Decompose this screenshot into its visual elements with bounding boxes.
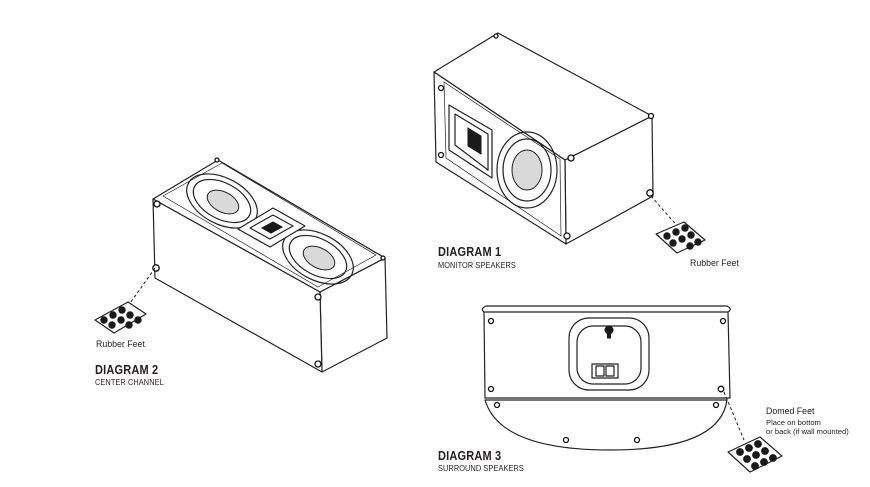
diagram-1-subtitle: MONITOR SPEAKERS — [438, 261, 516, 270]
diagram-3-title: DIAGRAM 3 — [438, 449, 502, 463]
diagram-2-subtitle: CENTER CHANNEL — [95, 378, 164, 387]
rubber-feet-pad-2 — [94, 301, 147, 334]
diagram-3-note-line-2: or back (if wall mounted) — [766, 427, 849, 436]
diagram-2-callout: Rubber Feet — [96, 339, 145, 349]
surround-speaker-illustration — [481, 305, 745, 451]
center-channel-speaker-illustration — [127, 157, 388, 373]
monitor-speaker-illustration — [433, 32, 680, 245]
diagram-2-title: DIAGRAM 2 — [95, 363, 159, 377]
diagram-1-title: DIAGRAM 1 — [438, 245, 502, 259]
diagram-3-subtitle: SURROUND SPEAKERS — [438, 464, 524, 473]
diagram-1-callout: Rubber Feet — [690, 258, 739, 268]
diagram-3-note-line-1: Place on bottom — [766, 418, 821, 427]
rubber-feet-pad-1 — [655, 221, 706, 254]
domed-feet-pad — [727, 436, 783, 473]
diagram-3-callout: Domed Feet — [766, 406, 815, 416]
